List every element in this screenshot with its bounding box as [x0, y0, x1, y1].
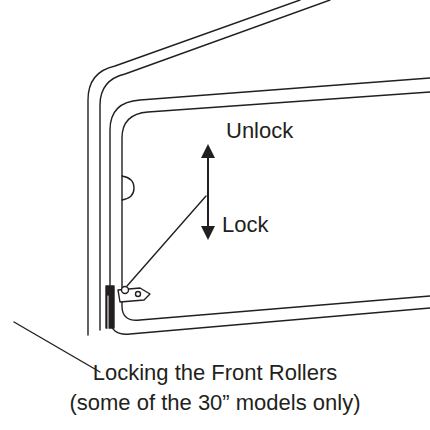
arrow-head-down: [201, 226, 215, 240]
body-outline: [88, 0, 300, 335]
bracket-hole: [136, 292, 141, 297]
knob: [122, 176, 134, 200]
lock-label: Lock: [222, 212, 268, 238]
figure-caption: Locking the Front Rollers (some of the 3…: [65, 358, 365, 418]
direction-arrow-shaft: [207, 156, 209, 228]
leader-line: [127, 196, 206, 286]
lever-highlight: [108, 296, 109, 330]
door-panel: [122, 92, 430, 320]
body-edge: [100, 0, 330, 330]
roller-lever: [106, 286, 114, 328]
floor-line: [14, 322, 100, 372]
door-frame: [110, 78, 430, 334]
lever-pivot: [122, 287, 129, 294]
unlock-label: Unlock: [226, 118, 293, 144]
arrow-head-up: [201, 144, 215, 158]
